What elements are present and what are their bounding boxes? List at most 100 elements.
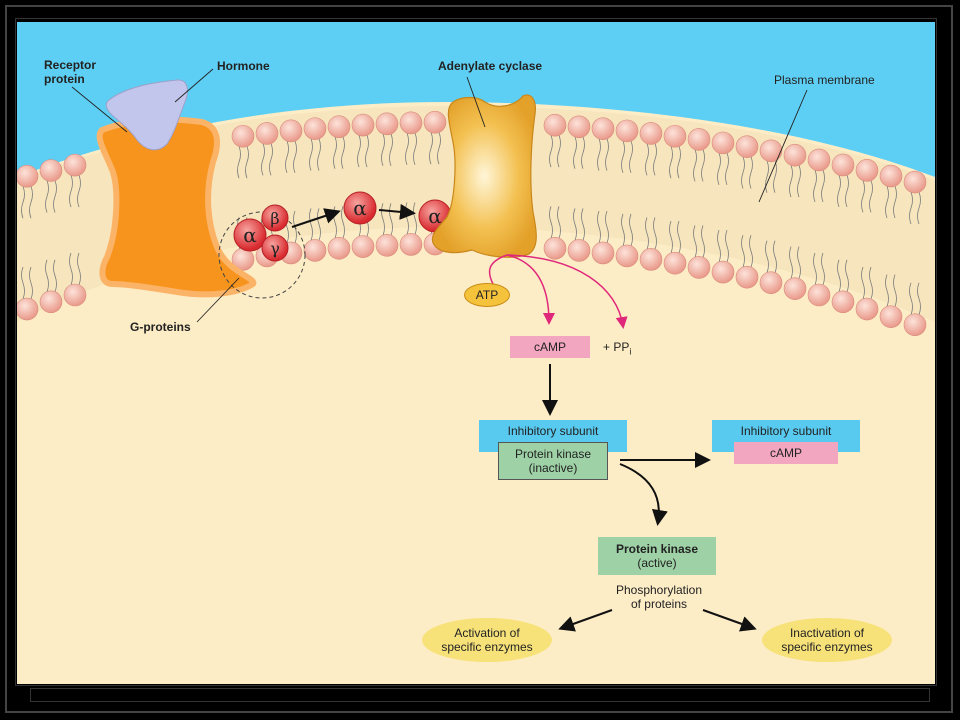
lipid-tail bbox=[333, 136, 337, 169]
lipid-tail bbox=[893, 185, 897, 219]
lipid-head bbox=[351, 113, 375, 137]
phosphorylation-label: Phosphorylation of proteins bbox=[615, 583, 703, 611]
lipid-head bbox=[615, 119, 639, 143]
lipid-tail bbox=[789, 165, 793, 198]
lipid-tail bbox=[749, 156, 753, 189]
arrow-gprotein-to-alpha bbox=[291, 208, 341, 228]
lipid-head bbox=[639, 122, 663, 145]
alpha-symbol-bound: α bbox=[428, 204, 442, 228]
hormone-label: Hormone bbox=[217, 59, 270, 73]
lipid-tail bbox=[581, 136, 585, 169]
lipid-head bbox=[759, 271, 783, 294]
lipid-tail bbox=[245, 146, 249, 179]
lipid-tail bbox=[885, 185, 889, 219]
lipid-tail bbox=[701, 149, 705, 182]
lipid-tail bbox=[885, 274, 889, 307]
lipid-head bbox=[567, 115, 591, 139]
lipid-head bbox=[17, 297, 39, 321]
lipid-tail bbox=[861, 180, 865, 213]
lipid-tail bbox=[869, 180, 873, 213]
arrow-to-active-kinase bbox=[619, 463, 668, 526]
alpha-subunit-migrating bbox=[343, 191, 377, 225]
lipid-head bbox=[879, 305, 903, 328]
lipid-tail bbox=[549, 135, 553, 168]
camp-right-box: cAMP bbox=[734, 442, 838, 464]
lipid-head bbox=[399, 233, 423, 256]
lipid-tail bbox=[621, 213, 625, 247]
lipid-tail bbox=[621, 140, 625, 174]
lipid-head bbox=[399, 111, 423, 135]
diagram-canvas: α β γ α α Receptor protein Hormone Adeny… bbox=[17, 22, 935, 684]
lipid-head bbox=[303, 239, 327, 262]
lipid-head bbox=[231, 124, 255, 148]
lipid-tail bbox=[917, 282, 921, 315]
lipid-head bbox=[591, 241, 615, 265]
lipid-heads-outer bbox=[17, 110, 927, 194]
frame-border-inner bbox=[15, 18, 937, 686]
lipid-tail bbox=[725, 229, 729, 263]
lipid-head bbox=[735, 265, 759, 289]
beta-symbol: β bbox=[270, 208, 280, 228]
g-proteins-label: G-proteins bbox=[130, 320, 191, 334]
lipid-tail bbox=[429, 132, 433, 165]
lipid-tail bbox=[29, 186, 33, 219]
lipid-tail bbox=[29, 266, 33, 300]
camp-box: cAMP bbox=[510, 336, 590, 358]
lipid-tail bbox=[821, 169, 825, 203]
lipid-tail bbox=[773, 160, 777, 193]
lipid-head bbox=[687, 256, 711, 279]
arrow-to-inactivation bbox=[702, 609, 757, 632]
lipid-tail bbox=[677, 221, 681, 254]
lipid-tail bbox=[789, 246, 793, 279]
lipid-tail bbox=[845, 174, 849, 208]
lipid-tail bbox=[677, 146, 681, 179]
lipid-head bbox=[711, 260, 735, 284]
lipid-head bbox=[279, 119, 303, 143]
lipid-head bbox=[855, 297, 879, 321]
lipid-head bbox=[807, 283, 831, 307]
lipid-tail bbox=[717, 229, 721, 263]
lipid-tail bbox=[237, 146, 241, 179]
lipid-tail bbox=[389, 133, 393, 166]
lipid-tail bbox=[629, 140, 633, 174]
lipid-tail bbox=[837, 259, 841, 292]
lipid-tail bbox=[573, 136, 577, 169]
frame-border-outer bbox=[5, 5, 953, 713]
lipid-tail bbox=[893, 274, 897, 307]
lipid-tail bbox=[53, 180, 57, 213]
lipid-tail bbox=[909, 282, 913, 315]
lipid-tail bbox=[381, 133, 385, 166]
receptor-protein-label: Receptor protein bbox=[44, 58, 97, 86]
lipid-tail bbox=[701, 225, 705, 258]
lipid-head bbox=[783, 143, 807, 167]
lipid-tail bbox=[693, 149, 697, 182]
g-protein-gamma-subunit bbox=[261, 234, 289, 262]
diagram-graphics bbox=[17, 22, 935, 632]
activation-oval: Activation of specific enzymes bbox=[422, 618, 552, 662]
lipid-tail bbox=[381, 203, 385, 236]
lipid-tail bbox=[669, 221, 673, 254]
lipid-tail bbox=[309, 138, 313, 171]
lipid-tail bbox=[581, 208, 585, 241]
lipid-head bbox=[375, 234, 399, 257]
lipid-tail bbox=[317, 138, 321, 171]
hormone-shape bbox=[105, 79, 188, 151]
lipid-head bbox=[831, 153, 855, 177]
lipid-tail bbox=[725, 152, 729, 186]
lipid-tail bbox=[917, 191, 921, 225]
lipid-tail bbox=[653, 217, 657, 250]
lipid-tail bbox=[837, 174, 841, 208]
lipid-tail bbox=[77, 174, 81, 208]
lipid-tail bbox=[773, 240, 777, 273]
lipid-head bbox=[375, 112, 399, 136]
reaction-arrow-camp bbox=[488, 254, 549, 322]
lipid-head bbox=[783, 277, 807, 300]
lipid-tail bbox=[813, 169, 817, 203]
lipid-head bbox=[831, 290, 855, 314]
plasma-membrane-label: Plasma membrane bbox=[774, 73, 875, 87]
hormone-leader-line bbox=[174, 68, 214, 103]
lipid-head bbox=[615, 244, 639, 268]
lipid-head bbox=[687, 128, 711, 151]
lipid-tail bbox=[317, 208, 321, 241]
